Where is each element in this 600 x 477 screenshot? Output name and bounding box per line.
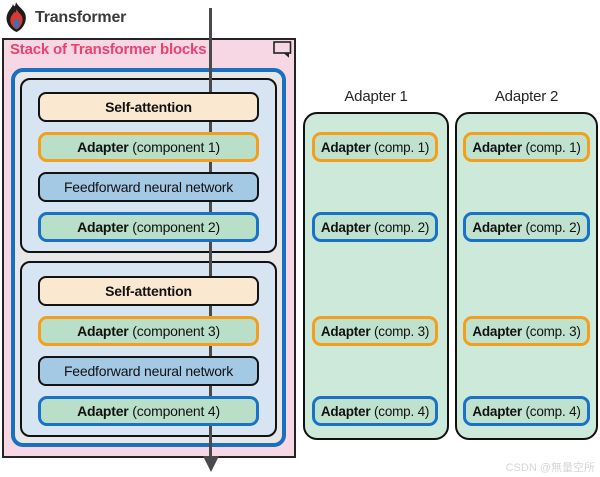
layer-label: Adapter <box>77 219 129 235</box>
adapter-2-comp-2: Adapter (comp. 2) <box>463 212 590 242</box>
adapter-panel-1-title: Adapter 1 <box>344 88 408 105</box>
speech-bubble-icon <box>273 41 292 58</box>
layer-label: Adapter <box>77 323 129 339</box>
stack-label: Stack of Transformer blocks <box>10 41 207 58</box>
adapter-2-comp-1: Adapter (comp. 1) <box>463 132 590 162</box>
adapter-1-comp-2: Adapter (comp. 2) <box>312 212 438 242</box>
adapter-2-comp-3: Adapter (comp. 3) <box>463 316 590 346</box>
diagram-title: Transformer <box>35 9 127 26</box>
watermark: CSDN @無量空所 <box>505 462 595 474</box>
adapter-panel-2 <box>455 112 598 440</box>
flame-icon <box>6 2 26 32</box>
adapter-panel-2-title: Adapter 2 <box>494 88 559 105</box>
layer-label: Self-attention <box>105 283 192 299</box>
layer-adapter-component-3: Adapter (component 3) <box>38 316 259 346</box>
adapter-1-comp-1: Adapter (comp. 1) <box>312 132 438 162</box>
layer-adapter-component-2: Adapter (component 2) <box>38 212 259 242</box>
layer-label: Adapter <box>77 139 129 155</box>
layer-label: Self-attention <box>105 99 192 115</box>
flow-arrow-head <box>203 456 219 472</box>
layer-self-attention-1: Self-attention <box>38 92 259 122</box>
adapter-1-comp-3: Adapter (comp. 3) <box>312 316 438 346</box>
layer-label: Adapter <box>77 403 129 419</box>
adapter-panel-1 <box>303 112 449 440</box>
layer-self-attention-2: Self-attention <box>38 276 259 306</box>
layer-feedforward-1: Feedforward neural network <box>38 172 259 202</box>
layer-feedforward-2: Feedforward neural network <box>38 356 259 386</box>
adapter-1-comp-4: Adapter (comp. 4) <box>312 396 438 426</box>
layer-adapter-component-1: Adapter (component 1) <box>38 132 259 162</box>
layer-adapter-component-4: Adapter (component 4) <box>38 396 259 426</box>
adapter-2-comp-4: Adapter (comp. 4) <box>463 396 590 426</box>
